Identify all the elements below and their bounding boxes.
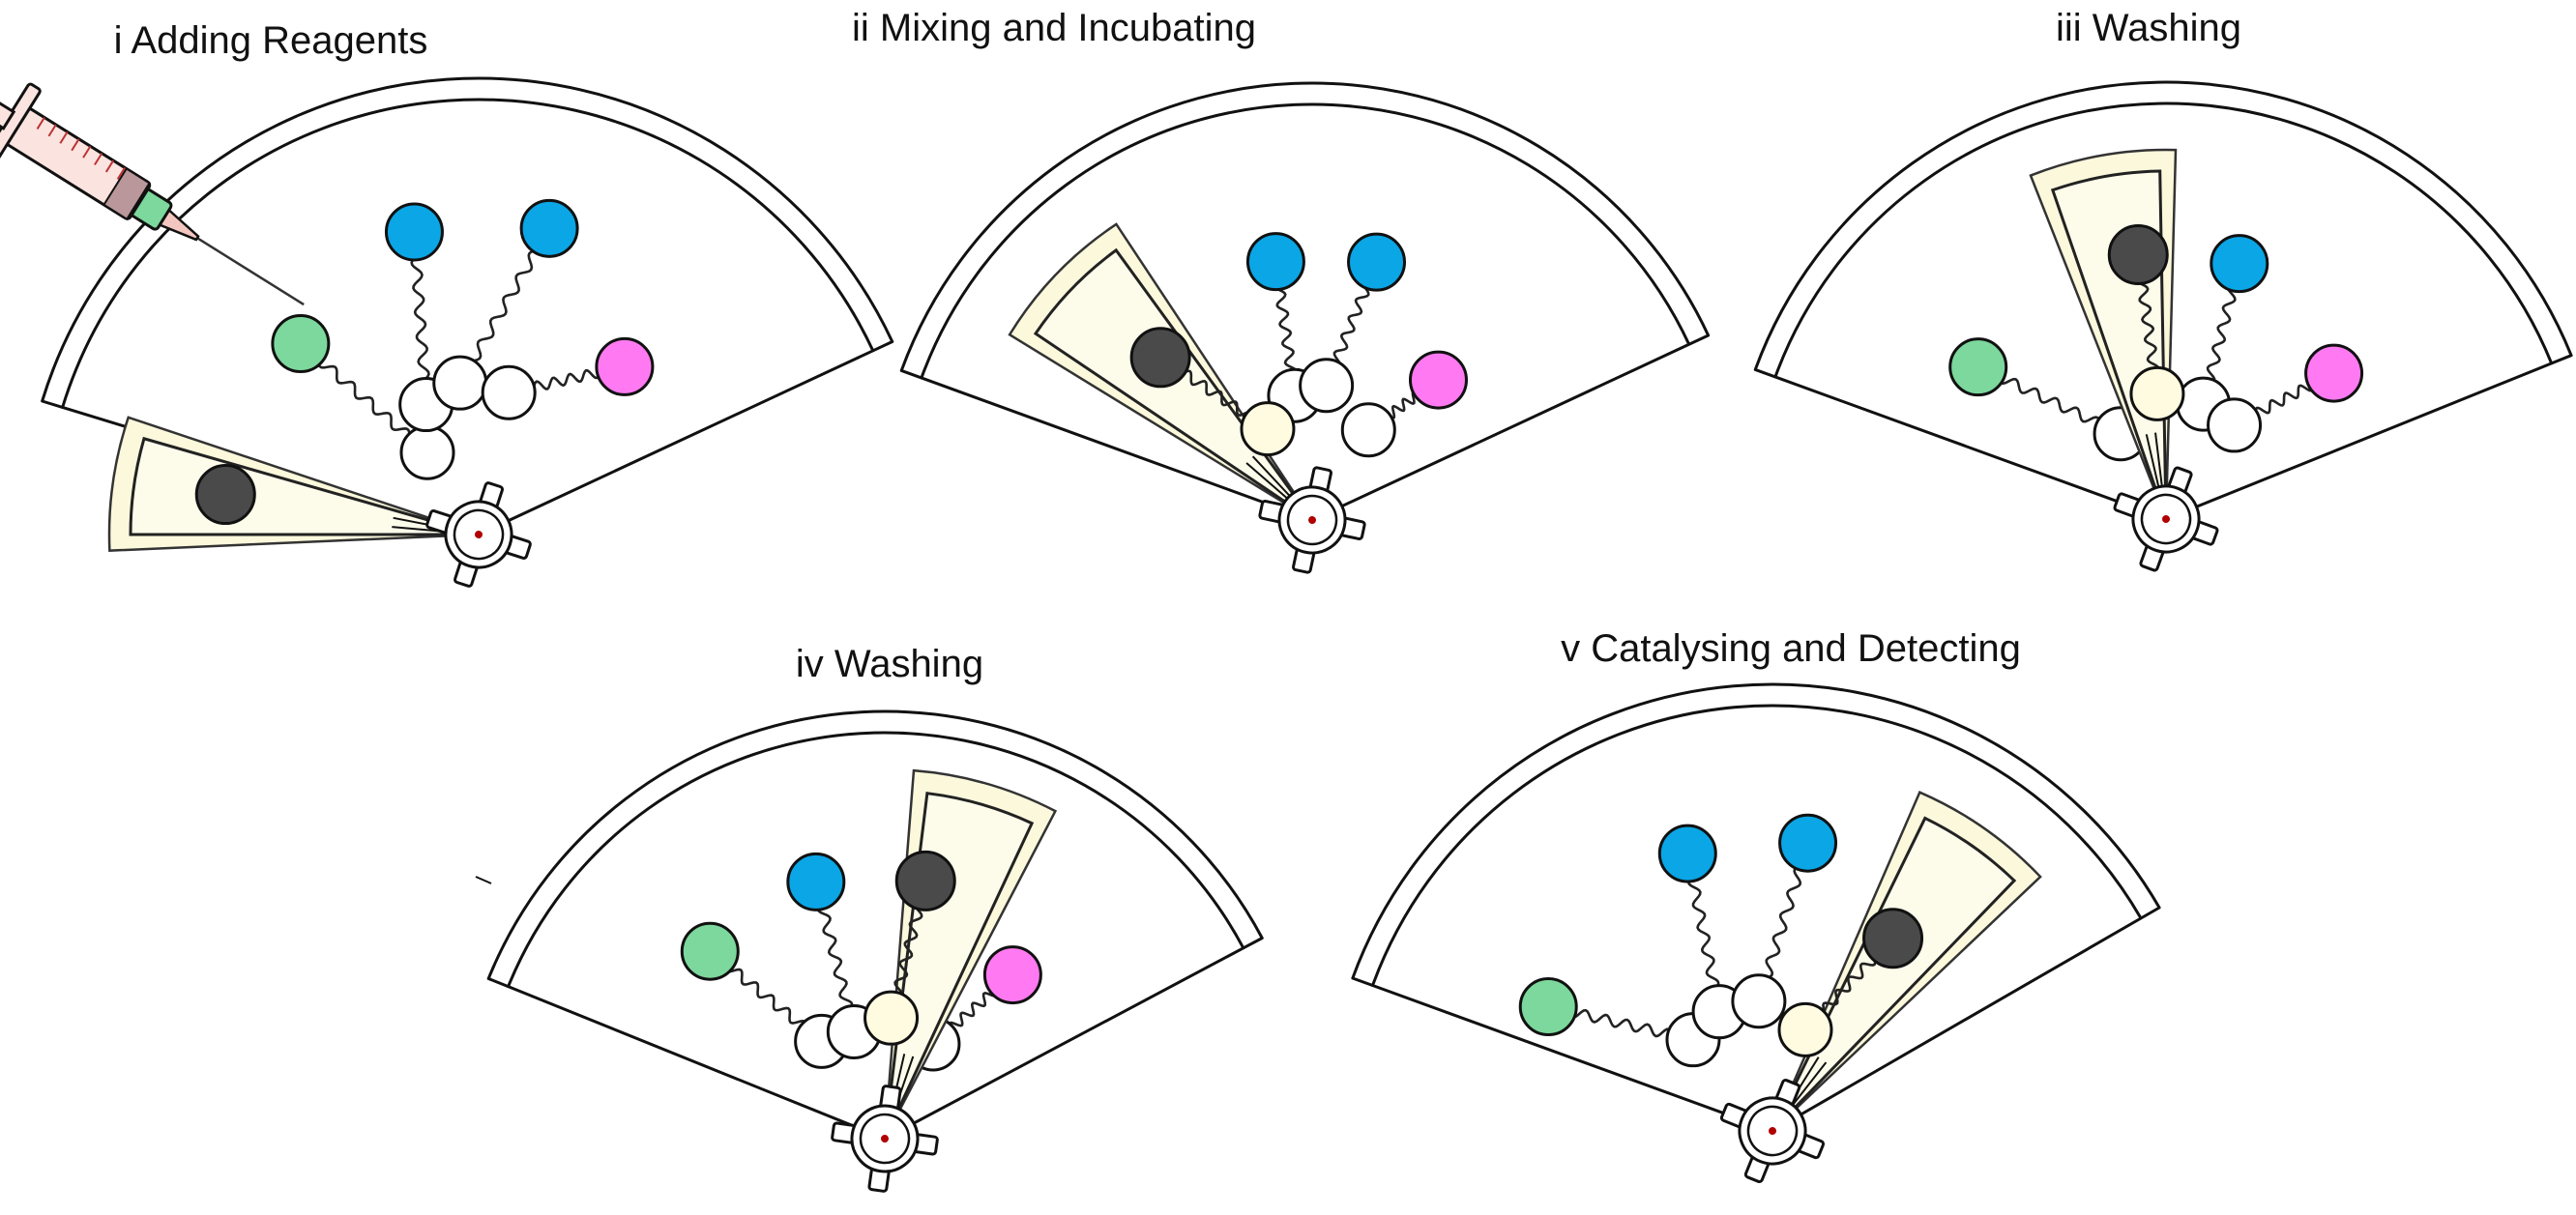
target-bead xyxy=(194,464,256,526)
reagent-bead xyxy=(786,852,846,911)
syringe-gradation xyxy=(104,159,115,173)
valve xyxy=(425,481,532,588)
syringe-gradation xyxy=(116,166,126,180)
reagent-bead xyxy=(1778,813,1838,873)
valve xyxy=(1719,1078,1826,1184)
capture-well xyxy=(1240,401,1296,457)
disc-body xyxy=(920,102,1691,522)
panel-title: iv Washing xyxy=(796,643,983,685)
syringe-plunger-seal xyxy=(102,167,151,221)
capture-well xyxy=(864,990,920,1046)
disc-layer xyxy=(0,76,2573,1193)
reagent-bead xyxy=(1657,824,1717,883)
valve xyxy=(1258,466,1366,574)
capture-well xyxy=(1731,973,1787,1029)
reagent-bead xyxy=(1518,977,1578,1037)
capture-well xyxy=(481,364,537,420)
syringe xyxy=(0,76,305,306)
disc-rim xyxy=(1753,80,2573,379)
reagent-bead xyxy=(384,202,444,262)
capture-well xyxy=(1299,358,1355,414)
syringe-gradation xyxy=(82,145,92,159)
panel-i: i Adding Reagents xyxy=(114,19,428,62)
syringe-gradation xyxy=(36,117,45,130)
target-bead xyxy=(1862,908,1924,969)
valve-dot xyxy=(2162,515,2170,523)
valve-dot xyxy=(475,531,483,538)
syringe-needle xyxy=(196,237,305,306)
reagent-bead xyxy=(680,921,740,981)
panel-v: v Catalysing and Detecting xyxy=(1561,627,2021,670)
disc-rim xyxy=(899,81,1711,380)
syringe-rod xyxy=(0,76,16,130)
target-bead xyxy=(894,850,956,911)
panel-title: v Catalysing and Detecting xyxy=(1561,627,2021,670)
panel-ii: ii Mixing and Incubating xyxy=(852,7,1256,49)
disc-i xyxy=(41,76,894,588)
reagent-bead xyxy=(595,336,655,396)
disc-rim xyxy=(41,76,894,409)
reagent-bead xyxy=(519,198,579,258)
disc-body xyxy=(1371,704,2143,1133)
reagent-bead xyxy=(1347,232,1407,292)
capture-well xyxy=(1340,402,1396,458)
syringe-gradation xyxy=(94,153,103,166)
valve-dot xyxy=(1308,516,1316,524)
disc-iv xyxy=(486,709,1264,1193)
valve-dot xyxy=(881,1135,889,1143)
syringe-gradation xyxy=(59,130,69,144)
panel-iv: iv Washing xyxy=(796,643,983,685)
panel-title: i Adding Reagents xyxy=(114,19,428,62)
panel-iii: iii Washing xyxy=(2056,7,2241,49)
syringe-gradation xyxy=(71,138,80,152)
target-bead xyxy=(1129,327,1191,389)
reagent-bead xyxy=(2304,343,2364,403)
valve-dot xyxy=(1769,1127,1776,1135)
capture-well xyxy=(2207,397,2263,453)
reagent-bead xyxy=(1245,232,1305,292)
reagent-bead xyxy=(1408,350,1468,410)
disc-v xyxy=(1351,682,2161,1184)
disc-body xyxy=(507,731,1245,1141)
disc-rim xyxy=(486,709,1264,989)
syringe-gradation xyxy=(47,124,57,137)
disc-rim xyxy=(1351,682,2161,987)
reagent-bead xyxy=(2210,234,2269,294)
stray-mark xyxy=(475,876,492,884)
disc-body xyxy=(61,98,875,536)
reagent-bead xyxy=(271,314,331,374)
target-bead xyxy=(2107,224,2169,286)
disc-iii xyxy=(1753,80,2573,572)
capture-well xyxy=(2129,365,2185,421)
linker xyxy=(458,227,551,385)
panel-title: iii Washing xyxy=(2056,7,2241,49)
reagent-bead xyxy=(1948,337,2008,397)
valve xyxy=(831,1085,939,1193)
capture-well xyxy=(432,355,488,411)
panel-title: ii Mixing and Incubating xyxy=(852,7,1256,49)
valve xyxy=(2113,466,2219,572)
capture-well xyxy=(399,424,455,480)
disc-ii xyxy=(899,81,1711,574)
reagent-bead xyxy=(982,945,1042,1005)
capture-well xyxy=(1777,1001,1833,1057)
